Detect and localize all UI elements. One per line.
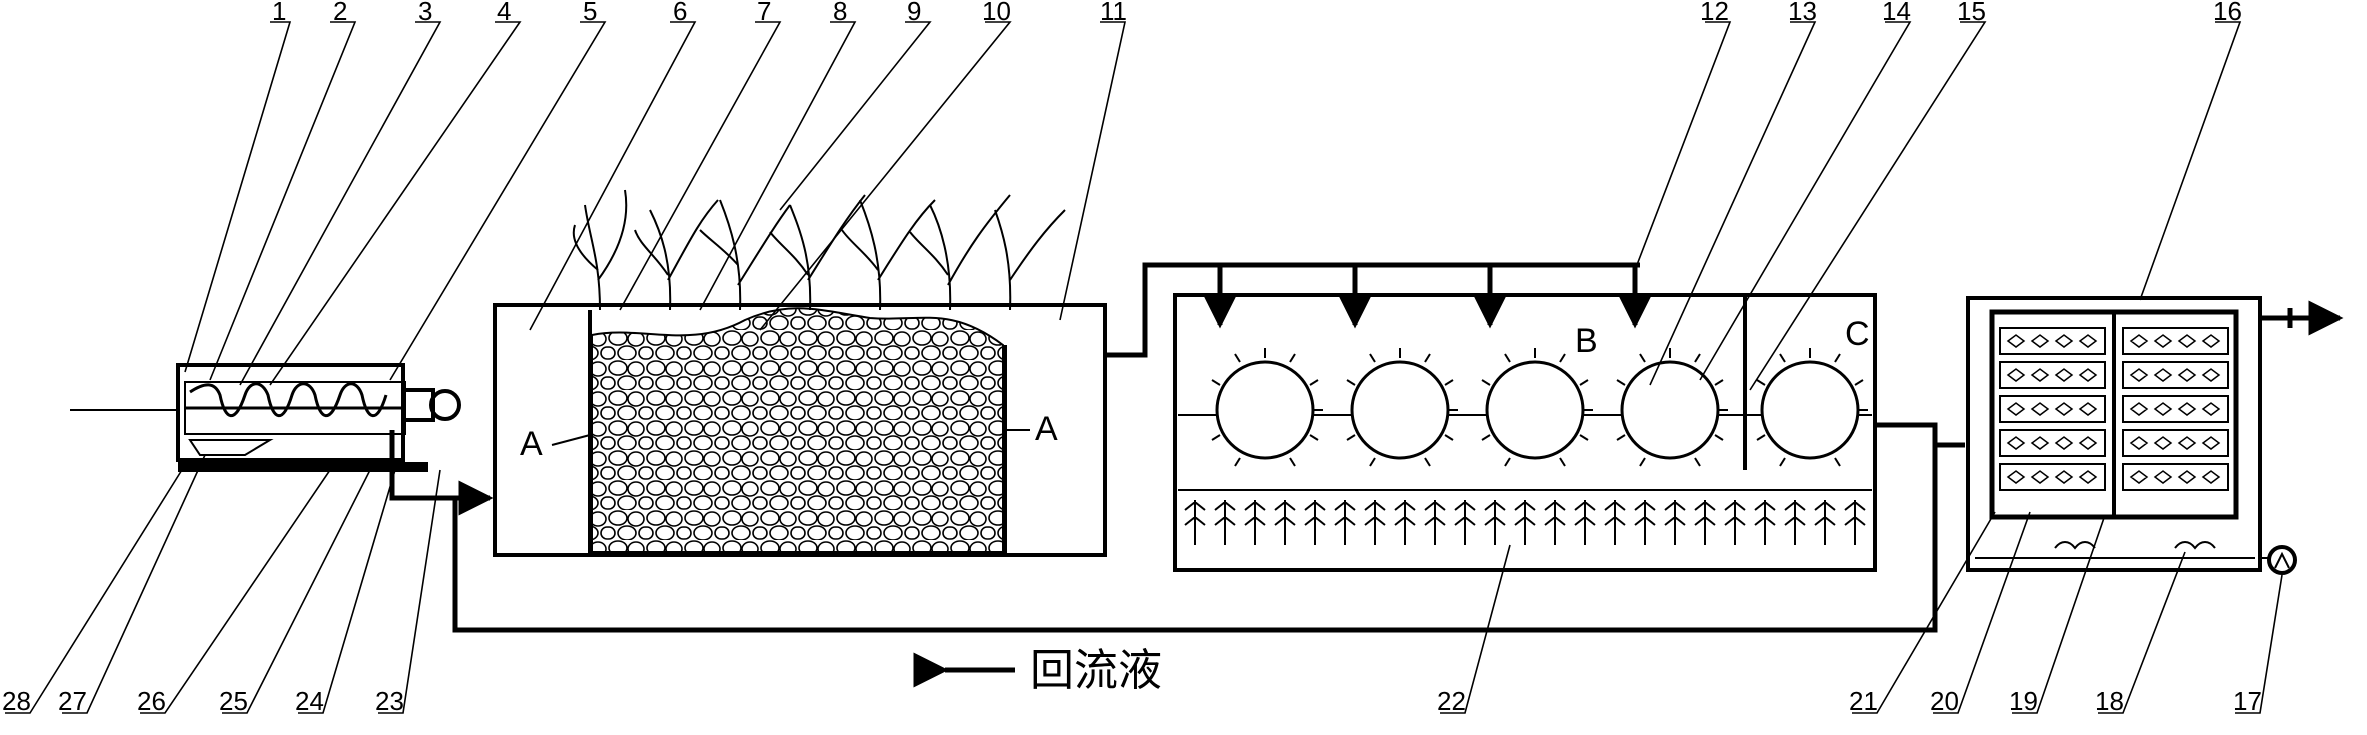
reference-number-23: 23 xyxy=(375,686,404,716)
reference-number-14: 14 xyxy=(1882,0,1911,26)
constructed-wetland: A A xyxy=(493,189,1107,557)
effluent-outlet-arrow xyxy=(2287,308,2340,328)
reference-number-22: 22 xyxy=(1437,686,1466,716)
reference-number-17: 17 xyxy=(2233,686,2262,716)
screw-flights xyxy=(186,382,405,418)
wetland-basin xyxy=(493,303,1107,557)
aerators xyxy=(2054,541,2216,550)
press-outlet-pipe xyxy=(389,430,470,501)
reference-number-13: 13 xyxy=(1788,0,1817,26)
reference-number-4: 4 xyxy=(497,0,511,26)
section-letter-b: B xyxy=(1575,322,1598,360)
pump xyxy=(2267,545,2297,575)
reference-number-8: 8 xyxy=(833,0,847,26)
reference-number-7: 7 xyxy=(757,0,771,26)
reed-plants xyxy=(572,189,1066,311)
tank-to-chamber-pipe xyxy=(1875,422,1965,448)
reference-number-27: 27 xyxy=(58,686,87,716)
reference-number-2: 2 xyxy=(333,0,347,26)
reference-number-24: 24 xyxy=(295,686,324,716)
reference-number-11: 11 xyxy=(1100,0,1127,26)
submerged-plants xyxy=(1184,500,1866,545)
reference-number-1: 1 xyxy=(272,0,286,26)
reference-number-12: 12 xyxy=(1700,0,1729,26)
reference-number-16: 16 xyxy=(2213,0,2242,26)
section-letter-a-left: A xyxy=(520,425,543,463)
section-letter-c: C xyxy=(1845,315,1870,353)
reference-number-20: 20 xyxy=(1930,686,1959,716)
rotating-discs xyxy=(1215,360,1860,460)
reference-leaders xyxy=(5,21,2283,714)
reference-number-5: 5 xyxy=(583,0,597,26)
biological-contactor-tank: B C xyxy=(1173,293,1877,572)
reference-number-25: 25 xyxy=(219,686,248,716)
machine-base xyxy=(178,462,428,472)
reference-number-26: 26 xyxy=(137,686,166,716)
reference-number-18: 18 xyxy=(2095,686,2124,716)
reference-number-6: 6 xyxy=(673,0,687,26)
media-trays xyxy=(1999,327,2229,491)
legend: 回流液 xyxy=(913,645,1162,696)
drive-coupling xyxy=(401,388,435,422)
section-a-left-leader xyxy=(551,434,591,446)
section-letter-a-right: A xyxy=(1035,410,1058,448)
reference-number-19: 19 xyxy=(2009,686,2038,716)
contactor-tank xyxy=(1173,293,1877,572)
gravel-bed xyxy=(591,307,1004,553)
legend-label: 回流液 xyxy=(1030,645,1162,696)
reference-number-15: 15 xyxy=(1957,0,1986,26)
reference-number-10: 10 xyxy=(982,0,1011,26)
pump-impeller xyxy=(2274,551,2290,569)
reference-number-21: 21 xyxy=(1849,686,1878,716)
disc-brushes xyxy=(1211,348,1868,467)
media-fill xyxy=(2006,334,2221,484)
distribution-pipe xyxy=(1105,262,1640,358)
chamber-housing xyxy=(1966,296,2262,572)
drive-motor xyxy=(429,389,461,421)
discharge-hopper xyxy=(188,439,274,456)
screw-press-unit xyxy=(70,363,470,501)
recirculation-line xyxy=(452,425,1938,633)
reference-number-9: 9 xyxy=(907,0,921,26)
reference-number-3: 3 xyxy=(418,0,432,26)
final-chamber xyxy=(1966,296,2340,575)
reference-number-28: 28 xyxy=(2,686,31,716)
